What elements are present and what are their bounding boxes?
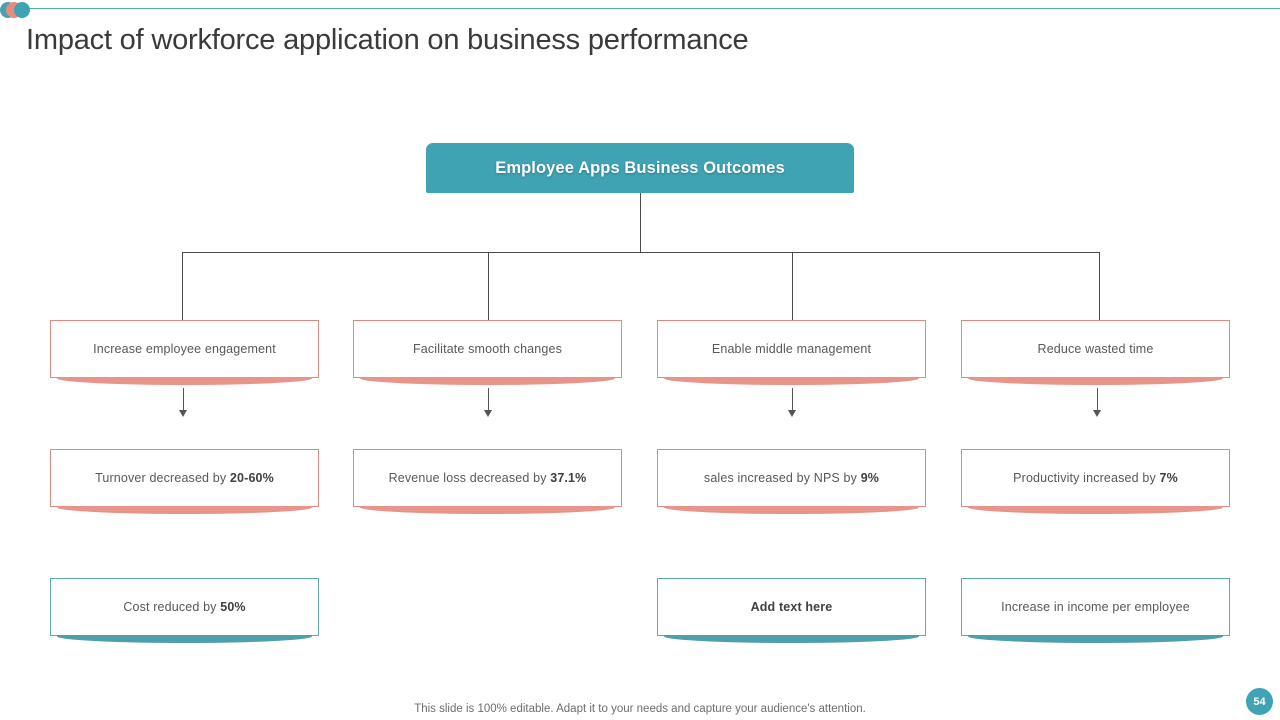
card-shadow: [57, 506, 312, 514]
outcome-label: sales increased by NPS by 9%: [703, 471, 880, 485]
card-shadow: [664, 506, 919, 514]
card-shadow: [360, 506, 615, 514]
outcome-card-2[interactable]: Revenue loss decreased by 37.1%: [353, 449, 622, 507]
arrow-head-2: [484, 410, 492, 417]
driver-label: Enable middle management: [711, 342, 872, 356]
arrow-stem-4: [1097, 388, 1098, 412]
card-shadow: [360, 377, 615, 385]
card-shadow: [968, 377, 1223, 385]
slide-decoration: [0, 0, 1280, 20]
card-shadow: [57, 377, 312, 385]
teal-dot-icon: [14, 2, 30, 18]
connector-root-stem: [640, 193, 641, 252]
card-shadow: [664, 377, 919, 385]
driver-label: Facilitate smooth changes: [413, 342, 562, 356]
connector-drop-4: [1099, 252, 1100, 320]
page-number-badge: 54: [1246, 688, 1273, 715]
decoration-rule: [28, 8, 1280, 9]
benefit-label: Add text here: [750, 600, 833, 614]
card-shadow: [57, 635, 312, 643]
card-shadow: [968, 506, 1223, 514]
outcome-label: Productivity increased by 7%: [1013, 471, 1178, 485]
outcome-label: Turnover decreased by 20-60%: [95, 471, 274, 485]
arrow-stem-3: [792, 388, 793, 412]
outcome-card-1[interactable]: Turnover decreased by 20-60%: [50, 449, 319, 507]
arrow-head-3: [788, 410, 796, 417]
connector-drop-1: [182, 252, 183, 320]
benefit-card-4[interactable]: Increase in income per employee: [961, 578, 1230, 636]
benefit-label: Increase in income per employee: [1001, 600, 1190, 614]
driver-card-4[interactable]: Reduce wasted time: [961, 320, 1230, 378]
outcome-card-4[interactable]: Productivity increased by 7%: [961, 449, 1230, 507]
connector-drop-2: [488, 252, 489, 320]
benefit-card-3[interactable]: Add text here: [657, 578, 926, 636]
arrow-stem-2: [488, 388, 489, 412]
outcome-card-3[interactable]: sales increased by NPS by 9%: [657, 449, 926, 507]
arrow-head-4: [1093, 410, 1101, 417]
outcome-label: Revenue loss decreased by 37.1%: [388, 471, 587, 485]
card-shadow: [664, 635, 919, 643]
card-shadow: [968, 635, 1223, 643]
connector-horizontal-bus: [182, 252, 1100, 253]
driver-card-3[interactable]: Enable middle management: [657, 320, 926, 378]
benefit-card-1[interactable]: Cost reduced by 50%: [50, 578, 319, 636]
page-title: Impact of workforce application on busin…: [26, 24, 749, 56]
root-node-employee-apps-business-outcomes[interactable]: Employee Apps Business Outcomes: [426, 143, 854, 193]
arrow-head-1: [179, 410, 187, 417]
driver-card-2[interactable]: Facilitate smooth changes: [353, 320, 622, 378]
benefit-label: Cost reduced by 50%: [123, 600, 246, 614]
driver-card-1[interactable]: Increase employee engagement: [50, 320, 319, 378]
footer-note: This slide is 100% editable. Adapt it to…: [414, 703, 866, 715]
arrow-stem-1: [183, 388, 184, 412]
connector-drop-3: [792, 252, 793, 320]
driver-label: Increase employee engagement: [93, 342, 276, 356]
driver-label: Reduce wasted time: [1037, 342, 1154, 356]
